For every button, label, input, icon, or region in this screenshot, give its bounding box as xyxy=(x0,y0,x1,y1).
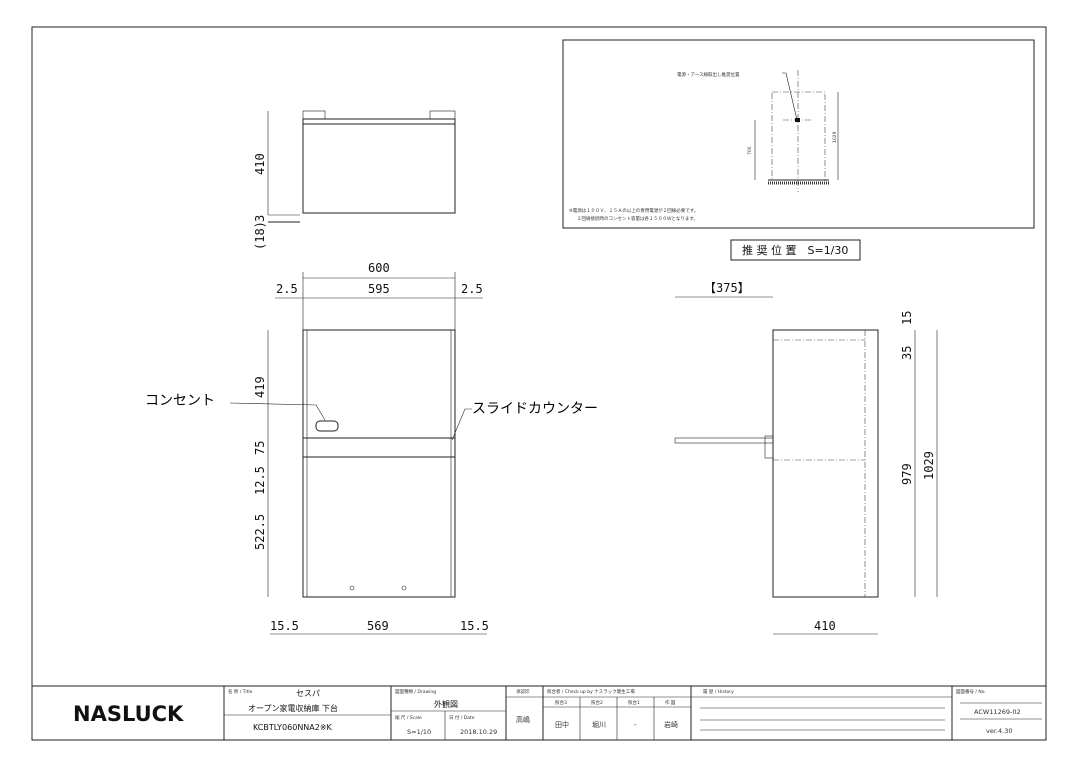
title-1: セスパ xyxy=(296,689,320,698)
dim-419: 419 xyxy=(253,376,267,398)
dim-1029: 1029 xyxy=(832,131,838,143)
slide-counter-label: スライドカウンター xyxy=(472,401,598,417)
check1-label: 照合1 xyxy=(628,699,640,706)
drawing-label: 図面種類 / Drawing xyxy=(395,688,436,695)
inset-leader-label: 電源・アース線取出し推奨位置 xyxy=(677,71,740,78)
check3-label: 照合3 xyxy=(555,699,567,706)
dim-3: 3 xyxy=(253,215,267,222)
dim-2-5-right: 2.5 xyxy=(461,282,483,296)
title-2: オープン家電収納庫 下台 xyxy=(248,703,338,713)
dim-35: 35 xyxy=(900,346,914,360)
dim-700: 700 xyxy=(747,146,753,155)
title-block: NASLUCK 名 称 / Title セスパ オープン家電収納庫 下台 KCB… xyxy=(32,685,1046,740)
model-number: KCBTLY060NNA2※K xyxy=(253,723,333,732)
dim-375: 【375】 xyxy=(704,281,750,295)
top-view: 410 3 (18) xyxy=(253,110,456,250)
dim-600: 600 xyxy=(368,261,390,275)
check2-label: 照合2 xyxy=(591,699,603,706)
dim-2-5-left: 2.5 xyxy=(276,282,298,296)
drawing-type: 外観図 xyxy=(434,699,458,709)
outlet xyxy=(315,420,339,432)
inset-note-2: ２回線接続時のコンセント容量は各１５００Ｗとなります。 xyxy=(577,215,698,222)
sheet-border xyxy=(31,26,1047,741)
scale-label: 縮 尺 / Scale xyxy=(395,714,422,721)
version: ver.4.30 xyxy=(986,727,1012,735)
dim-15: 15 xyxy=(900,311,914,325)
dim-12-5: 12.5 xyxy=(253,466,267,495)
date: 2018.10.29 xyxy=(460,728,497,736)
dim-979: 979 xyxy=(900,463,914,485)
inset-caption: 推 奨 位 置 S=1/30 xyxy=(742,243,848,257)
date-label: 日 付 / Date xyxy=(449,714,475,721)
check1: - xyxy=(634,721,637,729)
check2: 堀川 xyxy=(592,720,606,729)
number-label: 図面番号 / No. xyxy=(956,688,986,695)
author-label: 作 図 xyxy=(665,699,676,706)
inset-note-1: ※電源は１００Ｖ、１５Ａの以上の専用電源が２回線必要です。 xyxy=(569,207,698,214)
check-label: 照合者 / Check up by ナスラック健生工場 xyxy=(547,688,635,695)
nasluck-logo: NASLUCK xyxy=(73,702,184,726)
history-label: 履 歴 / History xyxy=(703,689,734,695)
approver-label: 承認印 xyxy=(516,688,530,695)
dim-15-5-right: 15.5 xyxy=(460,619,489,633)
scale: S=1/10 xyxy=(407,728,431,736)
dim-18: (18) xyxy=(253,221,267,250)
front-view: 600 2.5 595 2.5 419 75 12.5 522.5 15.5 5… xyxy=(145,261,598,635)
dim-410-side: 410 xyxy=(814,619,836,633)
approver: 高嶋 xyxy=(516,715,530,724)
power-position-inset: 電源・アース線取出し推奨位置 700 1029 ※電源は１００Ｖ、１５Ａの以上の… xyxy=(562,39,1035,229)
dim-522-5: 522.5 xyxy=(253,514,267,550)
title-label: 名 称 / Title xyxy=(228,688,253,695)
dim-595: 595 xyxy=(368,282,390,296)
author: 岩崎 xyxy=(664,720,678,729)
dim-75: 75 xyxy=(253,441,267,455)
dim-410: 410 xyxy=(253,153,267,175)
dim-569: 569 xyxy=(367,619,389,633)
check3: 田中 xyxy=(555,720,569,729)
side-view: 【375】 15 35 979 1029 410 xyxy=(674,281,938,635)
drawing-number: ACW11269-02 xyxy=(974,708,1021,716)
dim-1029-side: 1029 xyxy=(922,451,936,480)
outlet-label: コンセント xyxy=(145,393,215,409)
dim-15-5-left: 15.5 xyxy=(270,619,299,633)
